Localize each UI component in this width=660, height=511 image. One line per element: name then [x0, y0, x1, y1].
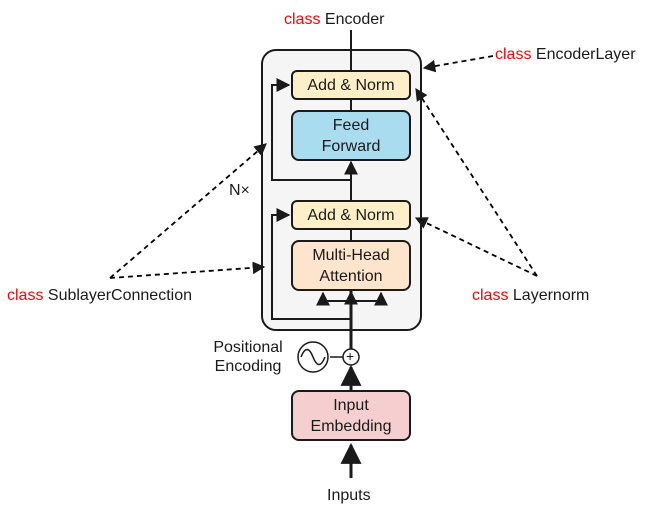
- feed-forward-line1: Feed: [332, 116, 370, 134]
- inputs-label: Inputs: [327, 487, 371, 504]
- positional-line2: Encoding: [214, 358, 282, 375]
- encoder-label: Encoder: [324, 11, 385, 28]
- positional-encoding-label: Positional Encoding: [203, 338, 293, 376]
- sine-wave: [300, 348, 326, 366]
- input-embedding-line1: Input: [333, 396, 369, 414]
- multi-head-attention-block: Multi-Head Attention: [291, 240, 411, 291]
- sublayer-connection-keyword: class: [7, 287, 44, 304]
- sublayer-connection-title: class SublayerConnection: [7, 286, 192, 305]
- input-embedding-line2: Embedding: [310, 417, 392, 435]
- multi-head-line2: Attention: [319, 267, 383, 285]
- add-norm-label-bottom: Add & Norm: [307, 206, 395, 224]
- layernorm-keyword: class: [472, 287, 509, 304]
- positional-line1: Positional: [213, 339, 283, 356]
- plus-sign: +: [346, 348, 355, 364]
- encoder-layer-title: class EncoderLayer: [495, 45, 636, 64]
- layernorm-label: Layernorm: [512, 287, 590, 304]
- repeat-label: N×: [229, 182, 250, 199]
- multi-head-line1: Multi-Head: [312, 246, 390, 264]
- input-embedding-block: Input Embedding: [291, 390, 411, 441]
- encoder-keyword: class: [284, 11, 321, 28]
- sublayer-connection-label: SublayerConnection: [47, 287, 192, 304]
- feed-forward-block: Feed Forward: [291, 110, 411, 161]
- encoder-title: class Encoder: [284, 10, 385, 29]
- annotation-arrows: [109, 55, 538, 279]
- plus-circle: [342, 348, 360, 366]
- add-norm-block-top: Add & Norm: [291, 70, 411, 100]
- layernorm-title: class Layernorm: [472, 286, 589, 305]
- add-norm-block-bottom: Add & Norm: [291, 200, 411, 230]
- encoder-layer-keyword: class: [495, 46, 532, 63]
- encoder-layer-label: EncoderLayer: [535, 46, 636, 63]
- residual-connections: [271, 78, 351, 320]
- feed-forward-line2: Forward: [321, 137, 381, 155]
- add-norm-label-top: Add & Norm: [307, 76, 395, 94]
